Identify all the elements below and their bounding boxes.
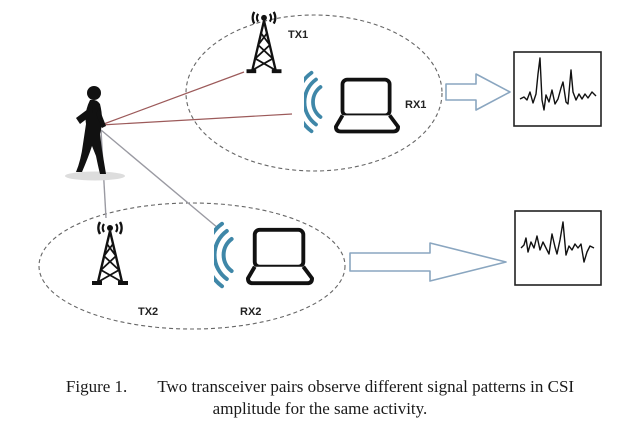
- tx2-label: TX2: [138, 306, 158, 318]
- tx1-label: TX1: [288, 29, 308, 41]
- rx1-signal-plot-icon: [513, 51, 602, 127]
- rx2-laptop-icon: [246, 227, 314, 286]
- link-line-tx1: [100, 71, 245, 126]
- rx1-laptop-icon: [334, 77, 400, 134]
- rx2-label: RX2: [240, 306, 261, 318]
- tx2-antenna-tower-icon: [90, 220, 130, 287]
- caption-line-1: Two transceiver pairs observe different …: [157, 377, 575, 396]
- link-line-rx2: [100, 129, 219, 229]
- tx2-rx2-pair-ellipse: [38, 202, 346, 330]
- tx1-antenna-tower-icon: [245, 10, 283, 75]
- tx1-rx1-pair-ellipse: [185, 14, 443, 172]
- figure-caption: Figure 1. Two transceiver pairs observe d…: [0, 376, 640, 420]
- lower-arrow-icon: [349, 242, 507, 282]
- rx2-signal-plot-icon: [514, 210, 602, 286]
- upper-arrow-icon: [445, 73, 511, 111]
- person-icon: [65, 86, 125, 181]
- rx2-wifi-waves-icon: [206, 224, 232, 286]
- rx1-wifi-waves-icon: [296, 73, 320, 132]
- rx1-label: RX1: [405, 99, 426, 111]
- caption-figure-number: Figure 1.: [65, 377, 128, 396]
- link-line-rx1: [100, 113, 293, 126]
- caption-line-2: amplitude for the same activity.: [212, 399, 428, 418]
